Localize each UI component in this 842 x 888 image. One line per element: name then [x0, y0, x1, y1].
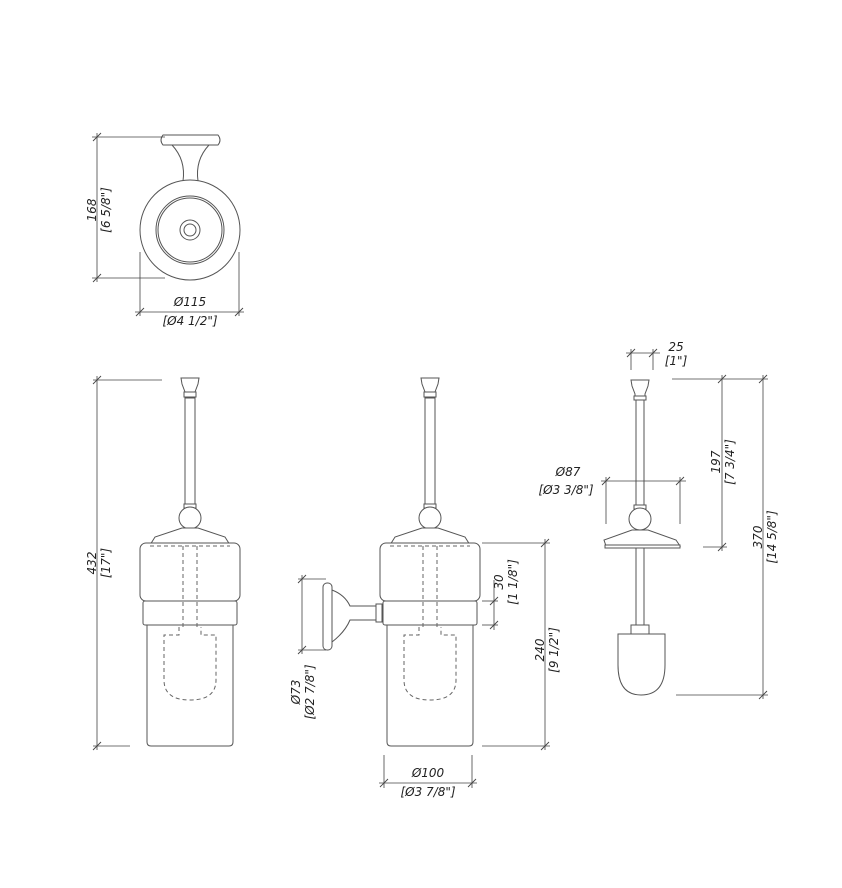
upper-height-in: [7 3/4"]: [723, 439, 737, 485]
bracket-diameter-mm: Ø73: [289, 680, 303, 706]
container-height-mm: 240: [533, 638, 547, 661]
total-height-in: [14 5/8"]: [765, 510, 779, 564]
bracket-diameter-in: [Ø2 7/8"]: [303, 664, 317, 719]
band-height-in: [1 1/8"]: [506, 559, 520, 605]
front-height-mm: 432: [85, 552, 99, 575]
top-diameter-in: [Ø4 1/2"]: [162, 314, 217, 328]
flange-diameter-mm: Ø87: [555, 465, 581, 479]
top-height-in: [6 5/8"]: [99, 187, 113, 233]
band-height-mm: 30: [492, 574, 506, 590]
flange-diameter-in: [Ø3 3/8"]: [538, 483, 593, 497]
handle-width-in: [1"]: [665, 354, 688, 368]
handle-width-mm: 25: [668, 340, 683, 354]
front-view: 432 [17"]: [85, 375, 241, 751]
top-view: 168 [6 5/8"] Ø115 [Ø4 1/2"]: [85, 132, 244, 328]
top-diameter-mm: Ø115: [173, 295, 206, 309]
container-diameter-in: [Ø3 7/8"]: [400, 785, 455, 799]
upper-height-mm: 197: [709, 450, 723, 473]
container-height-in: [9 1/2"]: [547, 627, 561, 673]
container-diameter-mm: Ø100: [411, 766, 445, 780]
brush-view: 25 [1"] Ø87 [Ø3 3/8"] 197 [7 3/4"] 370 […: [538, 340, 779, 700]
total-height-mm: 370: [751, 525, 765, 548]
side-view: Ø73 [Ø2 7/8"] 30 [1 1/8"] 240 [9 1/2"] Ø…: [289, 377, 561, 799]
front-height-in: [17"]: [99, 548, 113, 578]
top-height-mm: 168: [85, 198, 99, 221]
